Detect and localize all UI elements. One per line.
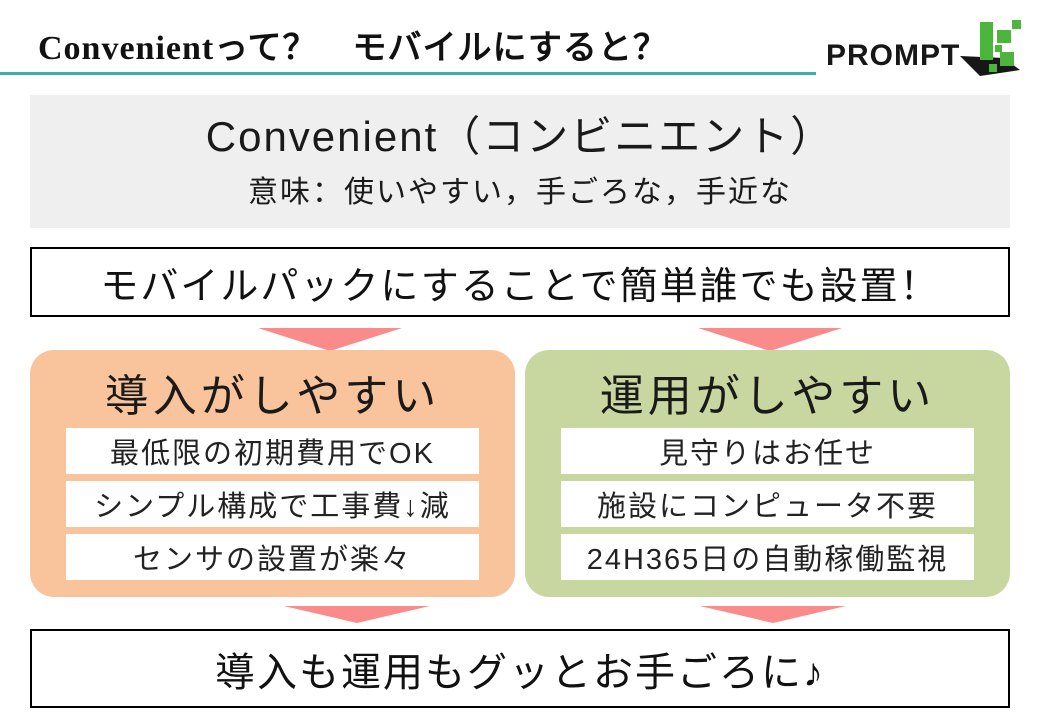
definition-box: Convenient（コンビニエント） 意味：使いやすい，手ごろな，手近な bbox=[30, 95, 1010, 228]
statement-box: モバイルパックにすることで簡単誰でも設置！ bbox=[30, 247, 1010, 317]
definition-meaning: 意味：使いやすい，手ごろな，手近な bbox=[248, 175, 792, 209]
list-item: 施設にコンピュータ不要 bbox=[561, 481, 974, 527]
list-item: 見守りはお任せ bbox=[561, 428, 974, 474]
down-arrow-icon bbox=[698, 328, 842, 351]
list-item: 24H365日の自動稼働監視 bbox=[561, 534, 974, 580]
conclusion-box: 導入も運用もグッとお手ごろに♪ bbox=[30, 629, 1010, 708]
list-item: 最低限の初期費用でOK bbox=[66, 428, 479, 474]
down-arrow-icon bbox=[284, 606, 430, 623]
column-easy-introduction: 導入がしやすい 最低限の初期費用でOK シンプル構成で工事費↓減 センサの設置が… bbox=[30, 350, 515, 597]
logo: PROMPT bbox=[826, 16, 1026, 82]
logo-text: PROMPT bbox=[826, 39, 961, 72]
definition-term: Convenient（コンビニエント） bbox=[205, 113, 835, 161]
list-item: シンプル構成で工事費↓減 bbox=[66, 481, 479, 527]
column-easy-operation: 運用がしやすい 見守りはお任せ 施設にコンピュータ不要 24H365日の自動稼働… bbox=[525, 350, 1010, 597]
pixel-k-icon bbox=[960, 20, 1022, 76]
down-arrow-icon bbox=[700, 606, 846, 623]
conclusion-text: 導入も運用もグッとお手ごろに♪ bbox=[215, 650, 825, 695]
statement-text: モバイルパックにすることで簡単誰でも設置！ bbox=[100, 265, 940, 308]
page-title: Convenientって？ モバイルにすると？ bbox=[38, 30, 668, 67]
column-heading: 運用がしやすい bbox=[599, 372, 936, 421]
down-arrow-icon bbox=[258, 328, 402, 351]
column-heading: 導入がしやすい bbox=[104, 372, 441, 421]
list-item: センサの設置が楽々 bbox=[66, 534, 479, 580]
title-underline bbox=[0, 72, 816, 75]
